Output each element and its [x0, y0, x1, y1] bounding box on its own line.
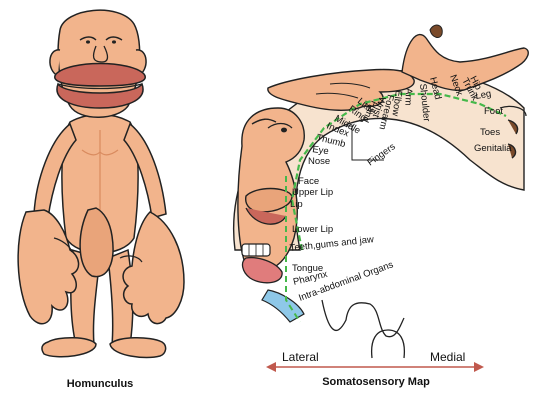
label-nose: Nose — [308, 156, 330, 167]
label-genitalia: Genitalia — [474, 143, 512, 154]
arrow-left-icon — [266, 362, 276, 372]
axis-medial-label: Medial — [430, 350, 465, 364]
fingers-label: Fingers — [365, 141, 397, 168]
somatosensory-caption: Somatosensory Map — [322, 376, 430, 388]
sulcus-line — [322, 300, 404, 337]
axis-lateral-label: Lateral — [282, 350, 319, 364]
homunculus-caption: Homunculus — [67, 378, 134, 390]
label-lower-lip: Lower Lip — [292, 224, 333, 235]
label-foot: Foot — [484, 106, 503, 117]
label-upper-lip: Upper Lip — [292, 187, 333, 198]
face-overlay — [238, 108, 304, 322]
label-teeth-gums-jaw: Teeth,gums and jaw — [289, 234, 374, 254]
medial-fissure — [372, 330, 405, 358]
label-lip: Lip — [290, 199, 303, 210]
label-face: Face — [298, 176, 319, 187]
homunculus-figure — [18, 10, 184, 357]
lateral-medial-axis: Lateral Medial — [266, 350, 484, 372]
label-toes: Toes — [480, 127, 500, 138]
arrow-right-icon — [474, 362, 484, 372]
